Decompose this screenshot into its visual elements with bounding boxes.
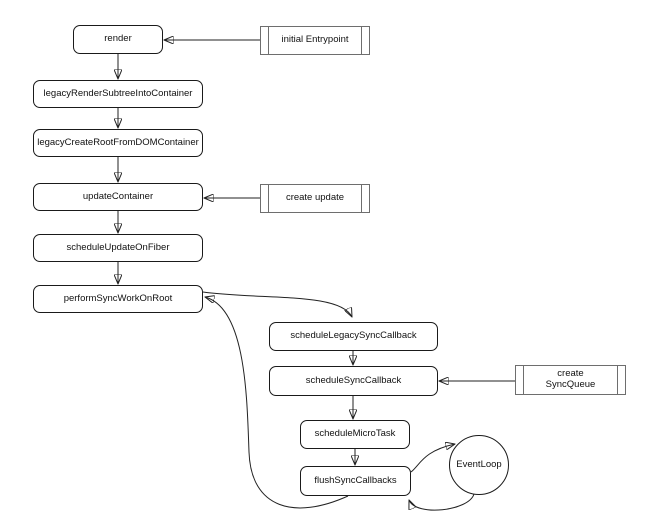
node-flush-sync-callbacks[interactable]: flushSyncCallbacks (300, 466, 411, 496)
edge-perform-sync-work-to-schedule-legacy-sync-callback (202, 291, 352, 317)
node-legacy-render-subtree-label: legacyRenderSubtreeIntoContainer (43, 87, 193, 99)
node-schedule-update-on-fiber[interactable]: scheduleUpdateOnFiber (33, 234, 203, 262)
node-perform-sync-work-on-root[interactable]: performSyncWorkOnRoot (33, 285, 203, 313)
edge-event-loop-to-flush-sync-callbacks (409, 493, 475, 511)
node-schedule-micro-task[interactable]: scheduleMicroTask (300, 420, 410, 449)
node-schedule-micro-task-label: scheduleMicroTask (314, 428, 396, 440)
node-perform-sync-work-on-root-label: performSyncWorkOnRoot (63, 292, 173, 304)
edge-flush-sync-callbacks-to-event-loop (410, 444, 455, 473)
node-legacy-render-subtree-into-container[interactable]: legacyRenderSubtreeIntoContainer (33, 80, 203, 108)
node-initial-entrypoint[interactable]: initial Entrypoint (260, 26, 370, 55)
node-schedule-sync-callback[interactable]: scheduleSyncCallback (269, 366, 438, 396)
node-legacy-create-root-from-dom-container[interactable]: legacyCreateRootFromDOMContainer (33, 129, 203, 157)
node-update-container-label: updateContainer (82, 190, 154, 202)
node-update-container[interactable]: updateContainer (33, 183, 203, 211)
node-create-update[interactable]: create update (260, 184, 370, 213)
node-schedule-legacy-sync-callback-label: scheduleLegacySyncCallback (290, 330, 417, 342)
node-create-update-label: create update (285, 192, 345, 204)
edge-flush-sync-callbacks-to-perform-sync-work (205, 297, 349, 509)
node-schedule-sync-callback-label: scheduleSyncCallback (305, 374, 402, 386)
node-create-sync-queue-label: create SyncQueue (545, 368, 596, 390)
node-legacy-create-root-label: legacyCreateRootFromDOMContainer (37, 136, 199, 148)
node-event-loop[interactable]: EventLoop (449, 435, 509, 495)
node-render[interactable]: render (73, 25, 163, 54)
node-render-label: render (104, 33, 132, 45)
node-event-loop-label: EventLoop (456, 458, 502, 470)
node-initial-entrypoint-label: initial Entrypoint (281, 34, 349, 46)
node-flush-sync-callbacks-label: flushSyncCallbacks (314, 474, 397, 486)
node-schedule-legacy-sync-callback[interactable]: scheduleLegacySyncCallback (269, 322, 438, 351)
node-schedule-update-on-fiber-label: scheduleUpdateOnFiber (66, 241, 170, 253)
node-create-sync-queue[interactable]: create SyncQueue (515, 365, 626, 395)
